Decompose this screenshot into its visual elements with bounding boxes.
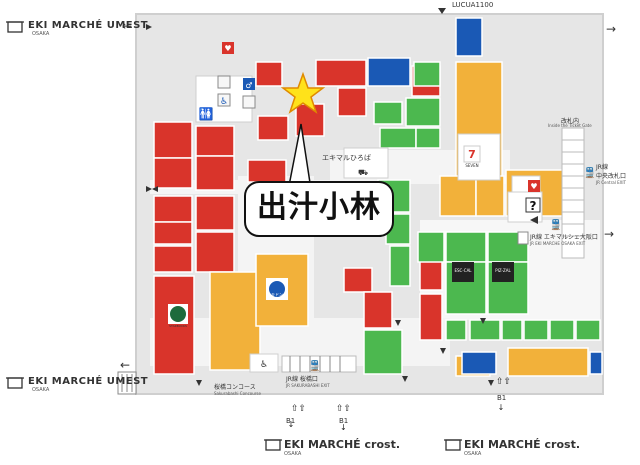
concourse-en: Sakurabashi Concourse	[214, 391, 261, 396]
b1-markers: ⇧⇧ ↓ ⇧⇧ ↓ ⇧⇧ ↓	[288, 377, 511, 432]
b1-left-label[interactable]: B1	[286, 417, 296, 425]
eki-donki-icon	[269, 281, 285, 297]
svg-text:⛟: ⛟	[358, 168, 368, 177]
jr-central-en: JR Central EXIT	[596, 180, 626, 185]
svg-text:→: →	[604, 227, 614, 241]
concourse-jp: 桜橋コンコース	[214, 384, 256, 391]
starbucks-icon	[170, 306, 186, 322]
svg-text:7: 7	[468, 148, 476, 161]
jr-central-line2: 中央改札口	[596, 173, 627, 180]
crost-right-brand[interactable]: EKI MARCHÉ crost. OSAKA	[464, 438, 580, 457]
svg-text:↓: ↓	[498, 403, 505, 412]
umest-top-sub: OSAKA	[32, 31, 50, 37]
lucua-link[interactable]: LUCUA1100	[452, 1, 494, 9]
svg-text:⇧⇧: ⇧⇧	[336, 404, 351, 414]
gate-jp: 改札内	[561, 118, 580, 125]
crost-right-title: EKI MARCHÉ crost.	[464, 438, 580, 451]
jr-central-line1: JR線	[596, 164, 608, 171]
b1-right-label[interactable]: B1	[497, 394, 507, 402]
plaza-label: エキマルひろば	[322, 154, 371, 162]
svg-text:♥: ♥	[224, 44, 231, 53]
shops-yellow	[209, 61, 589, 377]
brand-icons	[6, 21, 462, 451]
sakurabashi-en: JR SAKURABASHI EXIT	[286, 383, 330, 388]
svg-text:↓: ↓	[288, 420, 295, 429]
umest-top-title: EKI MARCHÉ UMEST	[28, 20, 149, 31]
svg-text:🚻: 🚻	[199, 107, 214, 121]
svg-text:←: ←	[122, 19, 132, 33]
seven-label: SEVEN	[465, 163, 479, 168]
svg-text:🚆: 🚆	[550, 218, 562, 231]
sakurabashi-exit[interactable]: JR線 桜橋口 JR SAKURABASHI EXIT	[286, 374, 330, 388]
svg-text:🚆: 🚆	[584, 166, 596, 179]
svg-text:🚆: 🚆	[309, 359, 321, 372]
umest-bottom-sub: OSAKA	[32, 387, 50, 393]
location-star-icon	[280, 71, 326, 114]
crost-left-brand[interactable]: EKI MARCHÉ crost. OSAKA	[284, 438, 400, 457]
svg-text:♿: ♿	[260, 360, 268, 370]
jr-central-exit[interactable]: JR線 中央改札口 JR Central EXIT	[596, 162, 626, 185]
svg-text:⇧⇧: ⇧⇧	[496, 377, 511, 387]
svg-text:?: ?	[530, 199, 537, 213]
umest-top-brand[interactable]: EKI MARCHÉ UMEST OSAKA	[28, 20, 148, 37]
svg-text:⇧⇧: ⇧⇧	[291, 404, 306, 414]
callout-shop-name[interactable]: 出汁小林	[257, 190, 381, 225]
crost-left-title: EKI MARCHÉ crost.	[284, 438, 400, 451]
umest-bottom-title: EKI MARCHÉ UMEST	[28, 376, 149, 387]
shops-blue	[367, 17, 603, 375]
svg-text:♥: ♥	[530, 182, 537, 191]
shop-callout	[244, 123, 394, 237]
svg-text:→: →	[606, 22, 616, 36]
shop-b-label: PIZ-ZAL	[495, 268, 511, 273]
svg-text:♿: ♿	[220, 97, 228, 107]
crost-right-sub: OSAKA	[464, 451, 482, 457]
shop-a-label: ESC-CAL	[454, 268, 472, 273]
facility-icons: ♥ ♿ 🚻 ♂ ♥ ? ⛟ 🚆 🚆 🚆 ♿	[199, 42, 596, 372]
svg-text:↓: ↓	[340, 423, 347, 432]
svg-text:♂: ♂	[245, 81, 252, 90]
crost-left-sub: OSAKA	[284, 451, 302, 457]
svg-text:←: ←	[120, 358, 130, 372]
exit-arrows	[146, 8, 538, 386]
concourse: 桜橋コンコース Sakurabashi Concourse	[214, 382, 261, 396]
umest-bottom-brand[interactable]: EKI MARCHÉ UMEST OSAKA	[28, 376, 148, 393]
sakurabashi-jp: JR線 桜橋口	[286, 376, 318, 383]
shop-logos: 7	[168, 145, 514, 324]
eki-marche-exit-en: JR EKI MARCHE OSAKA EXIT	[530, 241, 586, 246]
b1-mid-label[interactable]: B1	[339, 417, 349, 425]
gate-en: Inside the Ticket Gate	[548, 123, 592, 128]
eki-marche-exit-jp: JR線 エキマルシェ大阪口	[530, 234, 598, 241]
eki-marche-exit[interactable]: JR線 エキマルシェ大阪口 JR EKI MARCHE OSAKA EXIT	[530, 232, 598, 246]
sbx-label: STARBUCKS	[169, 324, 187, 328]
eki-logo-label: エキドンキ	[267, 292, 287, 297]
